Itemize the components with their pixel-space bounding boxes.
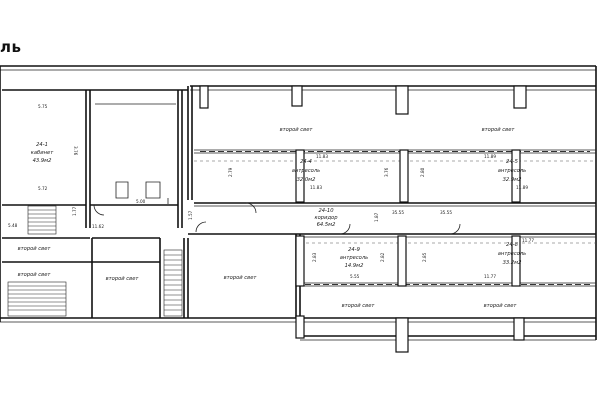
columns	[199, 85, 527, 353]
second-light-label: второй свет	[18, 246, 52, 252]
dimension-labels: 5.75 5.72 3.76 5.00 1.77 1.57 5.48 11.83…	[8, 104, 534, 279]
door-arcs	[93, 202, 461, 235]
dim-label: 5.48	[8, 223, 18, 228]
room-24-4: 24-4 антресоль 32.0м2	[292, 159, 320, 183]
left-block-walls	[2, 86, 301, 318]
dim-label: 5.55	[350, 274, 360, 279]
dim-label: 11.89	[484, 154, 496, 159]
mezzanine-lines	[194, 149, 596, 287]
dim-label: 11.89	[516, 185, 528, 190]
dim-label: 2.79	[228, 167, 233, 177]
dim-label: 1.87	[374, 212, 379, 222]
room-24-4-name: антресоль	[292, 168, 320, 174]
room-24-8-name: антресоль	[498, 251, 526, 257]
dim-label: 11.77	[522, 238, 534, 243]
plan-title: ль	[0, 38, 22, 56]
dim-label: 35.55	[440, 210, 452, 215]
dim-label: 3.76	[384, 167, 389, 177]
room-24-10: 24-10 коридор 64.5м2	[314, 208, 338, 228]
room-24-4-area: 32.0м2	[297, 177, 316, 183]
room-24-5-area: 32.9м2	[503, 177, 522, 183]
second-light-label: второй свет	[224, 275, 258, 281]
room-24-1-area: 43.9м2	[33, 158, 52, 164]
room-24-8-id: 24-8	[506, 242, 518, 248]
dim-label: 5.00	[136, 199, 146, 204]
room-24-9-name: антресоль	[340, 255, 368, 261]
room-24-8: 24-8 антресоль 33.2м2	[498, 242, 526, 266]
room-24-5-name: антресоль	[498, 168, 526, 174]
room-24-9: 24-9 антресоль 14.9м2	[340, 247, 368, 269]
room-24-9-area: 14.9м2	[345, 263, 364, 269]
room-24-1: 24-1 кабинет 43.9м2	[31, 142, 54, 164]
second-light-label: второй свет	[484, 303, 518, 309]
second-light-labels: второй свет второй свет второй свет втор…	[18, 127, 518, 309]
dim-label: 2.80	[420, 167, 425, 177]
dim-label: 1.77	[72, 206, 77, 216]
room-24-8-area: 33.2м2	[503, 260, 522, 266]
dim-label: 11.83	[316, 154, 328, 159]
stair-middle	[163, 249, 183, 317]
dim-label: 2.82	[380, 252, 385, 262]
dim-label: 11.62	[92, 224, 104, 229]
room-24-9-id: 24-9	[348, 247, 360, 253]
second-light-label: второй свет	[482, 127, 516, 133]
room-24-5-id: 24-5	[506, 159, 518, 165]
dim-label: 1.57	[188, 210, 193, 220]
dim-label: 5.75	[38, 104, 48, 109]
second-light-label: второй свет	[280, 127, 314, 133]
dim-label: 35.55	[392, 210, 404, 215]
room-24-10-id: 24-10	[318, 208, 334, 214]
dim-label: 11.77	[484, 274, 496, 279]
room-24-4-id: 24-4	[300, 159, 312, 165]
second-light-label: второй свет	[18, 272, 52, 278]
room-24-1-id: 24-1	[36, 142, 48, 148]
dim-label: 11.83	[310, 185, 322, 190]
room-24-10-name: коридор	[314, 215, 338, 221]
second-light-label: второй свет	[106, 276, 140, 282]
dim-label: 3.76	[73, 146, 78, 156]
stair-lower-left	[7, 281, 67, 317]
room-24-10-area: 64.5м2	[317, 222, 336, 228]
room-24-1-name: кабинет	[31, 150, 54, 156]
dim-label: 2.85	[422, 252, 427, 262]
stair-upper-left	[27, 205, 57, 235]
second-light-label: второй свет	[342, 303, 376, 309]
dim-label: 5.72	[38, 186, 48, 191]
dim-label: 2.83	[312, 252, 317, 262]
room-24-5: 24-5 антресоль 32.9м2	[498, 159, 526, 183]
